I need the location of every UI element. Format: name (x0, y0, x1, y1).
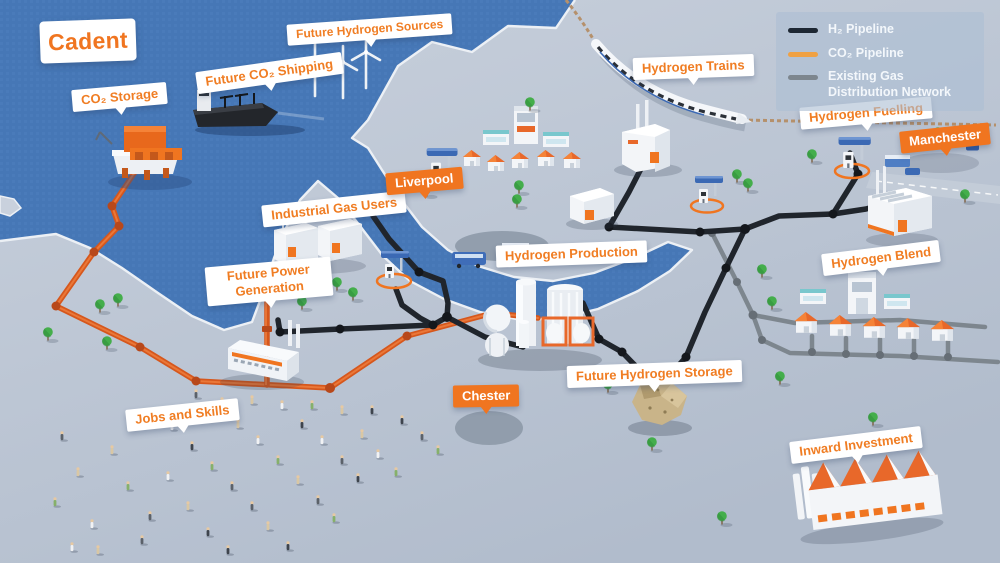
fuel-station-fuelling (833, 136, 871, 180)
sea (0, 0, 694, 332)
cadent-logo-text: Cadent (47, 26, 129, 55)
power-plant (220, 320, 304, 390)
legend-item-h2: H₂ Pipeline (788, 22, 972, 38)
manchester-shadow (903, 153, 979, 173)
pipeline-legend: H₂ Pipeline CO₂ Pipeline Existing Gas Di… (776, 12, 984, 111)
callout-hydrogen-trains: Hydrogen Trains (632, 53, 754, 81)
chester-shadow (455, 411, 523, 445)
city-label-chester: Chester (452, 384, 520, 408)
legend-item-gas: Existing Gas Distribution Network (788, 69, 972, 100)
h2-pipeline-swatch-icon (788, 28, 818, 33)
fuel-station-mid (689, 176, 725, 214)
hydrogen-train (591, 39, 752, 132)
h2-pipeline-fittings (275, 169, 863, 362)
legend-label: H₂ Pipeline (828, 22, 894, 36)
small-island (0, 195, 23, 217)
coastline (0, 0, 694, 332)
legend-item-co2: CO₂ Pipeline (788, 46, 972, 62)
warehouse (566, 188, 618, 230)
legend-label: CO₂ Pipeline (828, 45, 904, 60)
co2-storage-platform (95, 126, 192, 190)
gas-network-swatch-icon (788, 75, 818, 81)
co2-ship (193, 90, 325, 136)
cadent-logo: Cadent (39, 18, 137, 64)
hydrogen-blend-buildings (794, 272, 955, 341)
fuel-station-west (375, 251, 413, 290)
co2-pipeline-swatch-icon (788, 51, 818, 57)
industrial-building (614, 100, 682, 177)
legend-label: Existing Gas Distribution Network (828, 69, 951, 99)
inward-investment-factory (792, 450, 944, 545)
